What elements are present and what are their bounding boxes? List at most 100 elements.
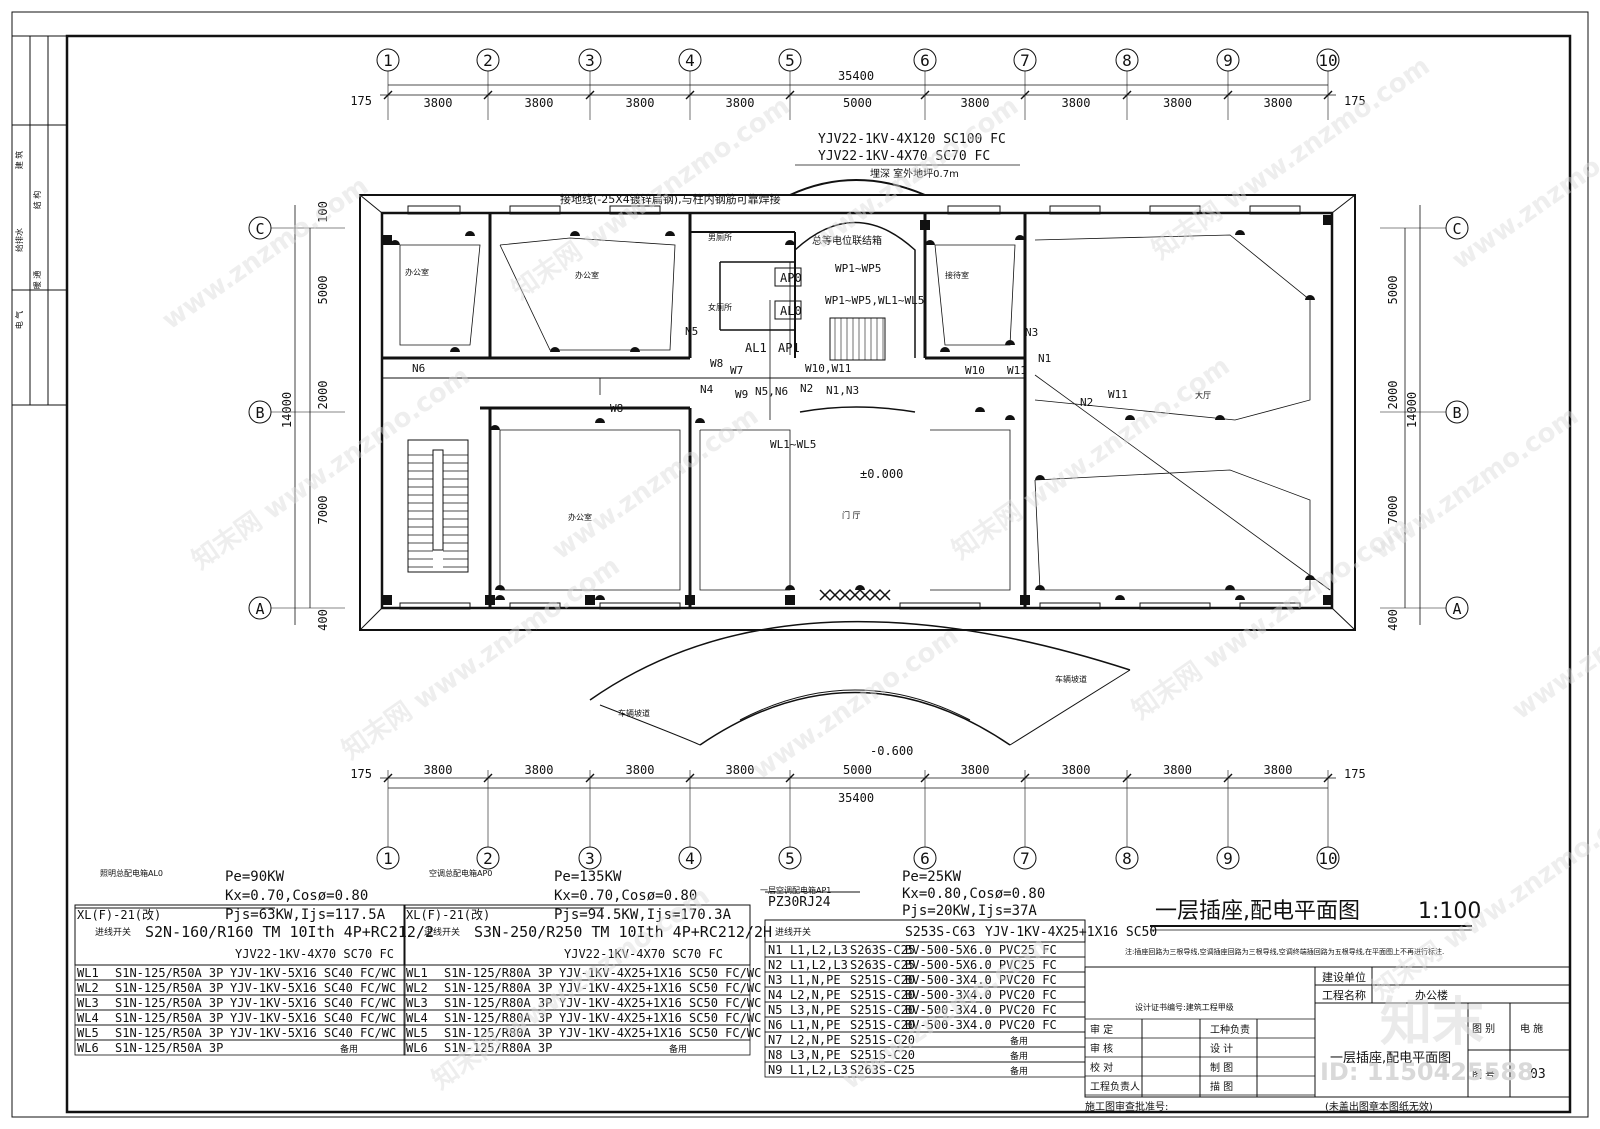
socket-icon xyxy=(1015,235,1025,240)
panel-caption: 空调总配电箱AP0 xyxy=(429,868,492,878)
socket-icon xyxy=(630,347,640,352)
watermark-text: 知末网 www.znzmo.com xyxy=(1127,511,1416,726)
room-label: 大厅 xyxy=(1195,390,1211,400)
dim-edge: 175 xyxy=(350,94,372,108)
panel-label: AP0 xyxy=(780,271,802,285)
dim-left: 7000 xyxy=(316,496,330,525)
row-id: WL4 xyxy=(406,1011,428,1025)
window xyxy=(1249,205,1301,215)
ground-note: 接地线(-25X4镀锌扁钢),与柱内钢筋可靠焊接 xyxy=(560,192,781,206)
dim-span: 3800 xyxy=(626,96,655,110)
socket-icon xyxy=(1225,585,1235,590)
circuit-label: N5 xyxy=(685,325,698,338)
dim-tick xyxy=(785,90,795,100)
window xyxy=(609,205,661,215)
dim-tick xyxy=(1020,90,1030,100)
ap1-row-id: N4 xyxy=(768,988,782,1002)
row-breaker: S1N-125/R80A 3P xyxy=(444,1026,552,1040)
ap1-switch-label: 进线开关 xyxy=(775,926,811,938)
axis-number: 10 xyxy=(1318,51,1337,70)
ap1-row-phase: L3,N,PE xyxy=(790,1048,841,1062)
dim-tick xyxy=(685,90,695,100)
row-cable: YJV-1KV-4X25+1X16 SC50 FC/WC xyxy=(559,996,761,1010)
row-id: WL6 xyxy=(406,1041,428,1055)
axis-letter: B xyxy=(1452,404,1461,422)
window xyxy=(947,205,1001,215)
circuit-label: N1,N3 xyxy=(826,384,859,397)
socket-icon xyxy=(490,425,500,430)
watermark-logo: 知末 xyxy=(1380,993,1484,1053)
equip-note: 总等电位联结箱 xyxy=(812,234,882,247)
socket-icon xyxy=(1215,415,1225,420)
circuit-label: W7 xyxy=(730,364,743,377)
circuit-label: W10 xyxy=(965,364,985,377)
ap1-row-breaker: S263S-C25 xyxy=(850,1063,915,1077)
room-label: 接待室 xyxy=(945,270,969,280)
side-item: 给排水 xyxy=(14,228,24,252)
room-label: 办公室 xyxy=(575,270,599,280)
label-wpwl: WP1~WP5,WL1~WL5 xyxy=(825,294,924,307)
axis-number: 3 xyxy=(585,51,595,70)
panel-kx: Kx=0.70,Cosø=0.80 xyxy=(554,888,697,904)
window xyxy=(1239,602,1301,610)
room-label: 男厕所 xyxy=(708,232,732,242)
role-label: 校 对 xyxy=(1090,1061,1113,1074)
watermark-text: www.znzmo.com xyxy=(157,171,374,336)
axis-number: 5 xyxy=(785,51,795,70)
socket-icon xyxy=(1305,575,1315,580)
side-item: 建 筑 xyxy=(14,151,24,170)
ap1-row-id: N1 xyxy=(768,943,782,957)
switch-value: S3N-250/R250 TM 10Ith 4P+RC212/2H xyxy=(474,923,772,941)
drawing-title: 一层插座,配电平面图 xyxy=(1155,899,1360,924)
dim-tick xyxy=(1323,773,1333,783)
dim-tick xyxy=(920,90,930,100)
panel-box xyxy=(774,300,802,320)
table-row xyxy=(403,1039,751,1056)
label-w10: W10,W11 xyxy=(805,362,851,375)
dim-right: 7000 xyxy=(1386,496,1400,525)
drawing-note: 注:插座回路为三根导线,空调插座回路为三根导线,空调终端插回路为五根导线,在平面… xyxy=(1125,947,1444,956)
socket-icon xyxy=(940,347,950,352)
watermark-text: www.znzmo.com xyxy=(807,91,1024,256)
number-value: 03 xyxy=(1530,1067,1546,1082)
window xyxy=(599,602,681,610)
cert-number: 设计证书编号:建筑工程甲级 xyxy=(1135,1002,1234,1012)
watermark-text: 知末网 www.znzmo.com xyxy=(187,361,476,576)
panel-model: XL(F)-21(改) xyxy=(406,908,490,922)
circuit-label: N6 xyxy=(412,362,425,375)
column-icon xyxy=(1020,595,1030,605)
side-item: 暖 通 xyxy=(32,271,42,290)
axis-number: 1 xyxy=(383,849,393,868)
socket-icon xyxy=(1305,295,1315,300)
dim-span: 3800 xyxy=(525,96,554,110)
ap1-row-phase: L3,N,PE xyxy=(790,1003,841,1017)
feeder-depth: 埋深 室外地坪0.7m xyxy=(870,167,959,180)
ap1-row-cable: BV-500-3X4.0 PVC20 FC xyxy=(905,973,1057,987)
ap1-row-phase: L2,N,PE xyxy=(790,988,841,1002)
socket-icon xyxy=(1005,415,1015,420)
watermark-text: 知末网 www.znzmo.com xyxy=(947,351,1236,566)
dim-tick xyxy=(383,773,393,783)
axis-number: 8 xyxy=(1122,849,1132,868)
row-id: WL1 xyxy=(406,966,428,980)
ap1-row-breaker: S251S-C20 xyxy=(850,1033,915,1047)
dim-tick xyxy=(1323,90,1333,100)
row-id: WL6 xyxy=(77,1041,99,1055)
level-0: ±0.000 xyxy=(860,467,903,481)
window xyxy=(1039,602,1101,610)
feeder-cable-1: YJV22-1KV-4X120 SC100 FC xyxy=(818,132,1006,147)
column-icon xyxy=(685,595,695,605)
project-value: 办公楼 xyxy=(1415,988,1448,1002)
axis-number: 6 xyxy=(920,849,930,868)
panel-label: AL0 xyxy=(780,304,802,318)
dim-span: 3800 xyxy=(424,96,453,110)
dim-tick xyxy=(1223,773,1233,783)
axis-number: 4 xyxy=(685,51,695,70)
ap1-row-phase: L1,L2,L3 xyxy=(790,943,848,957)
feeder-cable-2: YJV22-1KV-4X70 SC70 FC xyxy=(818,149,990,164)
role-label: 描 图 xyxy=(1210,1080,1233,1093)
dim-tick xyxy=(1122,90,1132,100)
